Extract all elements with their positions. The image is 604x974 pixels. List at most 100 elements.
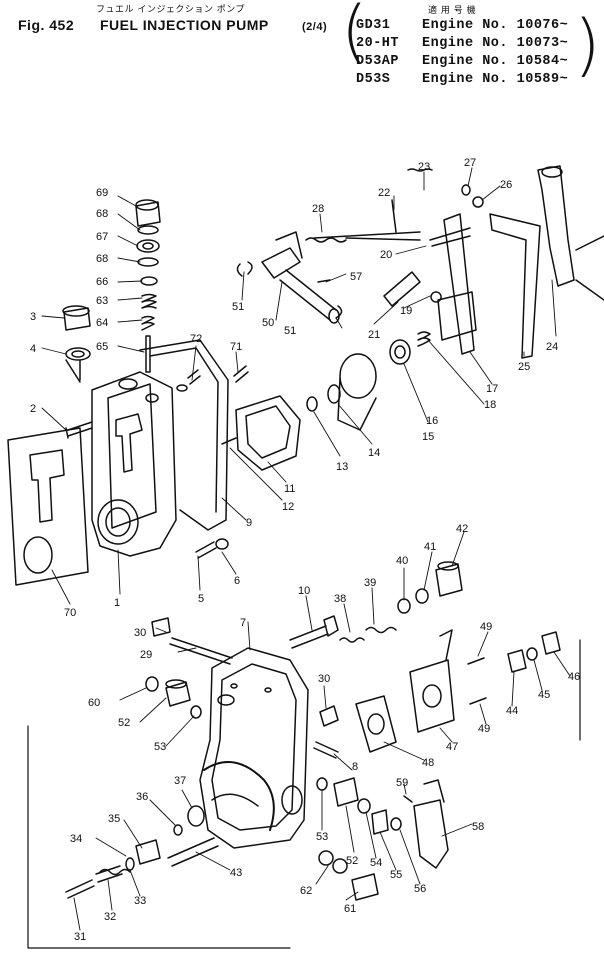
washer-66 bbox=[140, 276, 158, 286]
model-name: 20-HT bbox=[356, 36, 400, 51]
callout-label: 62 bbox=[300, 885, 312, 897]
bolt-2 bbox=[65, 421, 93, 439]
plug-30b bbox=[319, 705, 339, 727]
bolt-49b bbox=[469, 697, 487, 705]
page-fraction: (2/4) bbox=[302, 21, 328, 33]
spring-28b bbox=[313, 231, 421, 239]
callout-label: 16 bbox=[426, 415, 438, 427]
ring-54 bbox=[357, 798, 371, 814]
callout-label: 32 bbox=[104, 911, 116, 923]
spring-34 bbox=[99, 868, 131, 876]
callout-label: 37 bbox=[174, 775, 186, 787]
callout-label: 46 bbox=[568, 671, 580, 683]
bolt-71 bbox=[233, 365, 249, 383]
callout-label: 45 bbox=[538, 689, 550, 701]
callout-label: 65 bbox=[96, 341, 108, 353]
plug-55 bbox=[371, 809, 389, 835]
ring-53b bbox=[316, 777, 328, 791]
washer-4 bbox=[65, 347, 91, 361]
callout-label: 34 bbox=[70, 833, 82, 845]
plate-48 bbox=[355, 695, 397, 753]
washer-56 bbox=[390, 817, 402, 831]
link-20 bbox=[429, 227, 471, 247]
pin-57 bbox=[317, 279, 331, 283]
clip-51a bbox=[236, 261, 253, 277]
plate-21 bbox=[383, 271, 421, 307]
callout-label: 17 bbox=[486, 383, 498, 395]
plug-52b bbox=[333, 777, 359, 807]
bolt-32 bbox=[95, 865, 123, 883]
callout-label: 9 bbox=[246, 517, 252, 529]
governor-cover-face bbox=[107, 383, 157, 529]
left-bracket: ( bbox=[341, 0, 368, 71]
washer-40 bbox=[397, 598, 411, 614]
callout-label: 22 bbox=[378, 187, 390, 199]
callout-label: 12 bbox=[282, 501, 294, 513]
callout-label: 38 bbox=[334, 593, 346, 605]
spring-38 bbox=[339, 637, 365, 643]
callout-label: 66 bbox=[96, 276, 108, 288]
callout-label: 52 bbox=[346, 855, 358, 867]
callout-label: 69 bbox=[96, 187, 108, 199]
kana-title: フュエル インジェクション ポンプ bbox=[96, 5, 245, 15]
callout-label: 26 bbox=[500, 179, 512, 191]
callout-label: 50 bbox=[262, 317, 274, 329]
callout-label: 30 bbox=[318, 673, 330, 685]
bolt-72 bbox=[187, 369, 201, 385]
bearing-16 bbox=[389, 339, 411, 365]
ring-60 bbox=[145, 676, 159, 692]
callout-label: 40 bbox=[396, 555, 408, 567]
callout-label: 1 bbox=[114, 597, 120, 609]
callout-label: 60 bbox=[88, 697, 100, 709]
callout-label: 57 bbox=[350, 271, 362, 283]
callout-label: 56 bbox=[414, 883, 426, 895]
callout-label: 19 bbox=[400, 305, 412, 317]
washer-62 bbox=[318, 850, 334, 866]
callout-label: 49 bbox=[480, 621, 492, 633]
callout-label: 63 bbox=[96, 295, 108, 307]
callout-label: 48 bbox=[422, 757, 434, 769]
callout-label: 59 bbox=[396, 777, 408, 789]
washer-33 bbox=[125, 857, 135, 871]
clip-51b bbox=[335, 305, 343, 319]
lever-58 bbox=[413, 799, 449, 869]
spring-39 bbox=[365, 626, 397, 634]
callout-label: 68 bbox=[96, 208, 108, 220]
callout-label: 53 bbox=[154, 741, 166, 753]
figure-number: Fig. 452 bbox=[18, 17, 75, 33]
plug-3 bbox=[63, 307, 91, 331]
nut-46 bbox=[541, 631, 561, 655]
rod-29 bbox=[169, 637, 233, 665]
right-bracket: ) bbox=[574, 6, 601, 85]
callout-label: 21 bbox=[368, 329, 380, 341]
cap-69 bbox=[135, 201, 161, 227]
screw-59 bbox=[403, 795, 413, 803]
callout-label: 10 bbox=[298, 585, 310, 597]
callout-label: 3 bbox=[30, 311, 36, 323]
callout-label: 4 bbox=[30, 343, 36, 355]
engine-number: Engine No. 10076~ bbox=[422, 18, 569, 33]
washer-6 bbox=[215, 538, 229, 550]
callout-label: 31 bbox=[74, 931, 86, 943]
callout-label: 41 bbox=[424, 541, 436, 553]
callout-label: 35 bbox=[108, 813, 120, 825]
pin-31 bbox=[65, 879, 95, 899]
callout-label: 44 bbox=[506, 705, 518, 717]
callout-label: 42 bbox=[456, 523, 468, 535]
spring-63 bbox=[141, 293, 157, 309]
callout-label: 2 bbox=[30, 403, 36, 415]
washer-26 bbox=[472, 196, 484, 208]
callout-label: 51 bbox=[232, 301, 244, 313]
governor-cover-bore bbox=[97, 499, 139, 545]
callout-label: 36 bbox=[136, 791, 148, 803]
callout-label: 5 bbox=[198, 593, 204, 605]
gasket-hole bbox=[23, 536, 53, 574]
engine-number: Engine No. 10584~ bbox=[422, 54, 569, 69]
plate-47 bbox=[409, 659, 455, 733]
callout-label: 14 bbox=[368, 447, 380, 459]
callout-label: 53 bbox=[316, 831, 328, 843]
washer-36 bbox=[173, 824, 183, 836]
shaft-50 bbox=[261, 247, 301, 279]
callout-label: 23 bbox=[418, 161, 430, 173]
